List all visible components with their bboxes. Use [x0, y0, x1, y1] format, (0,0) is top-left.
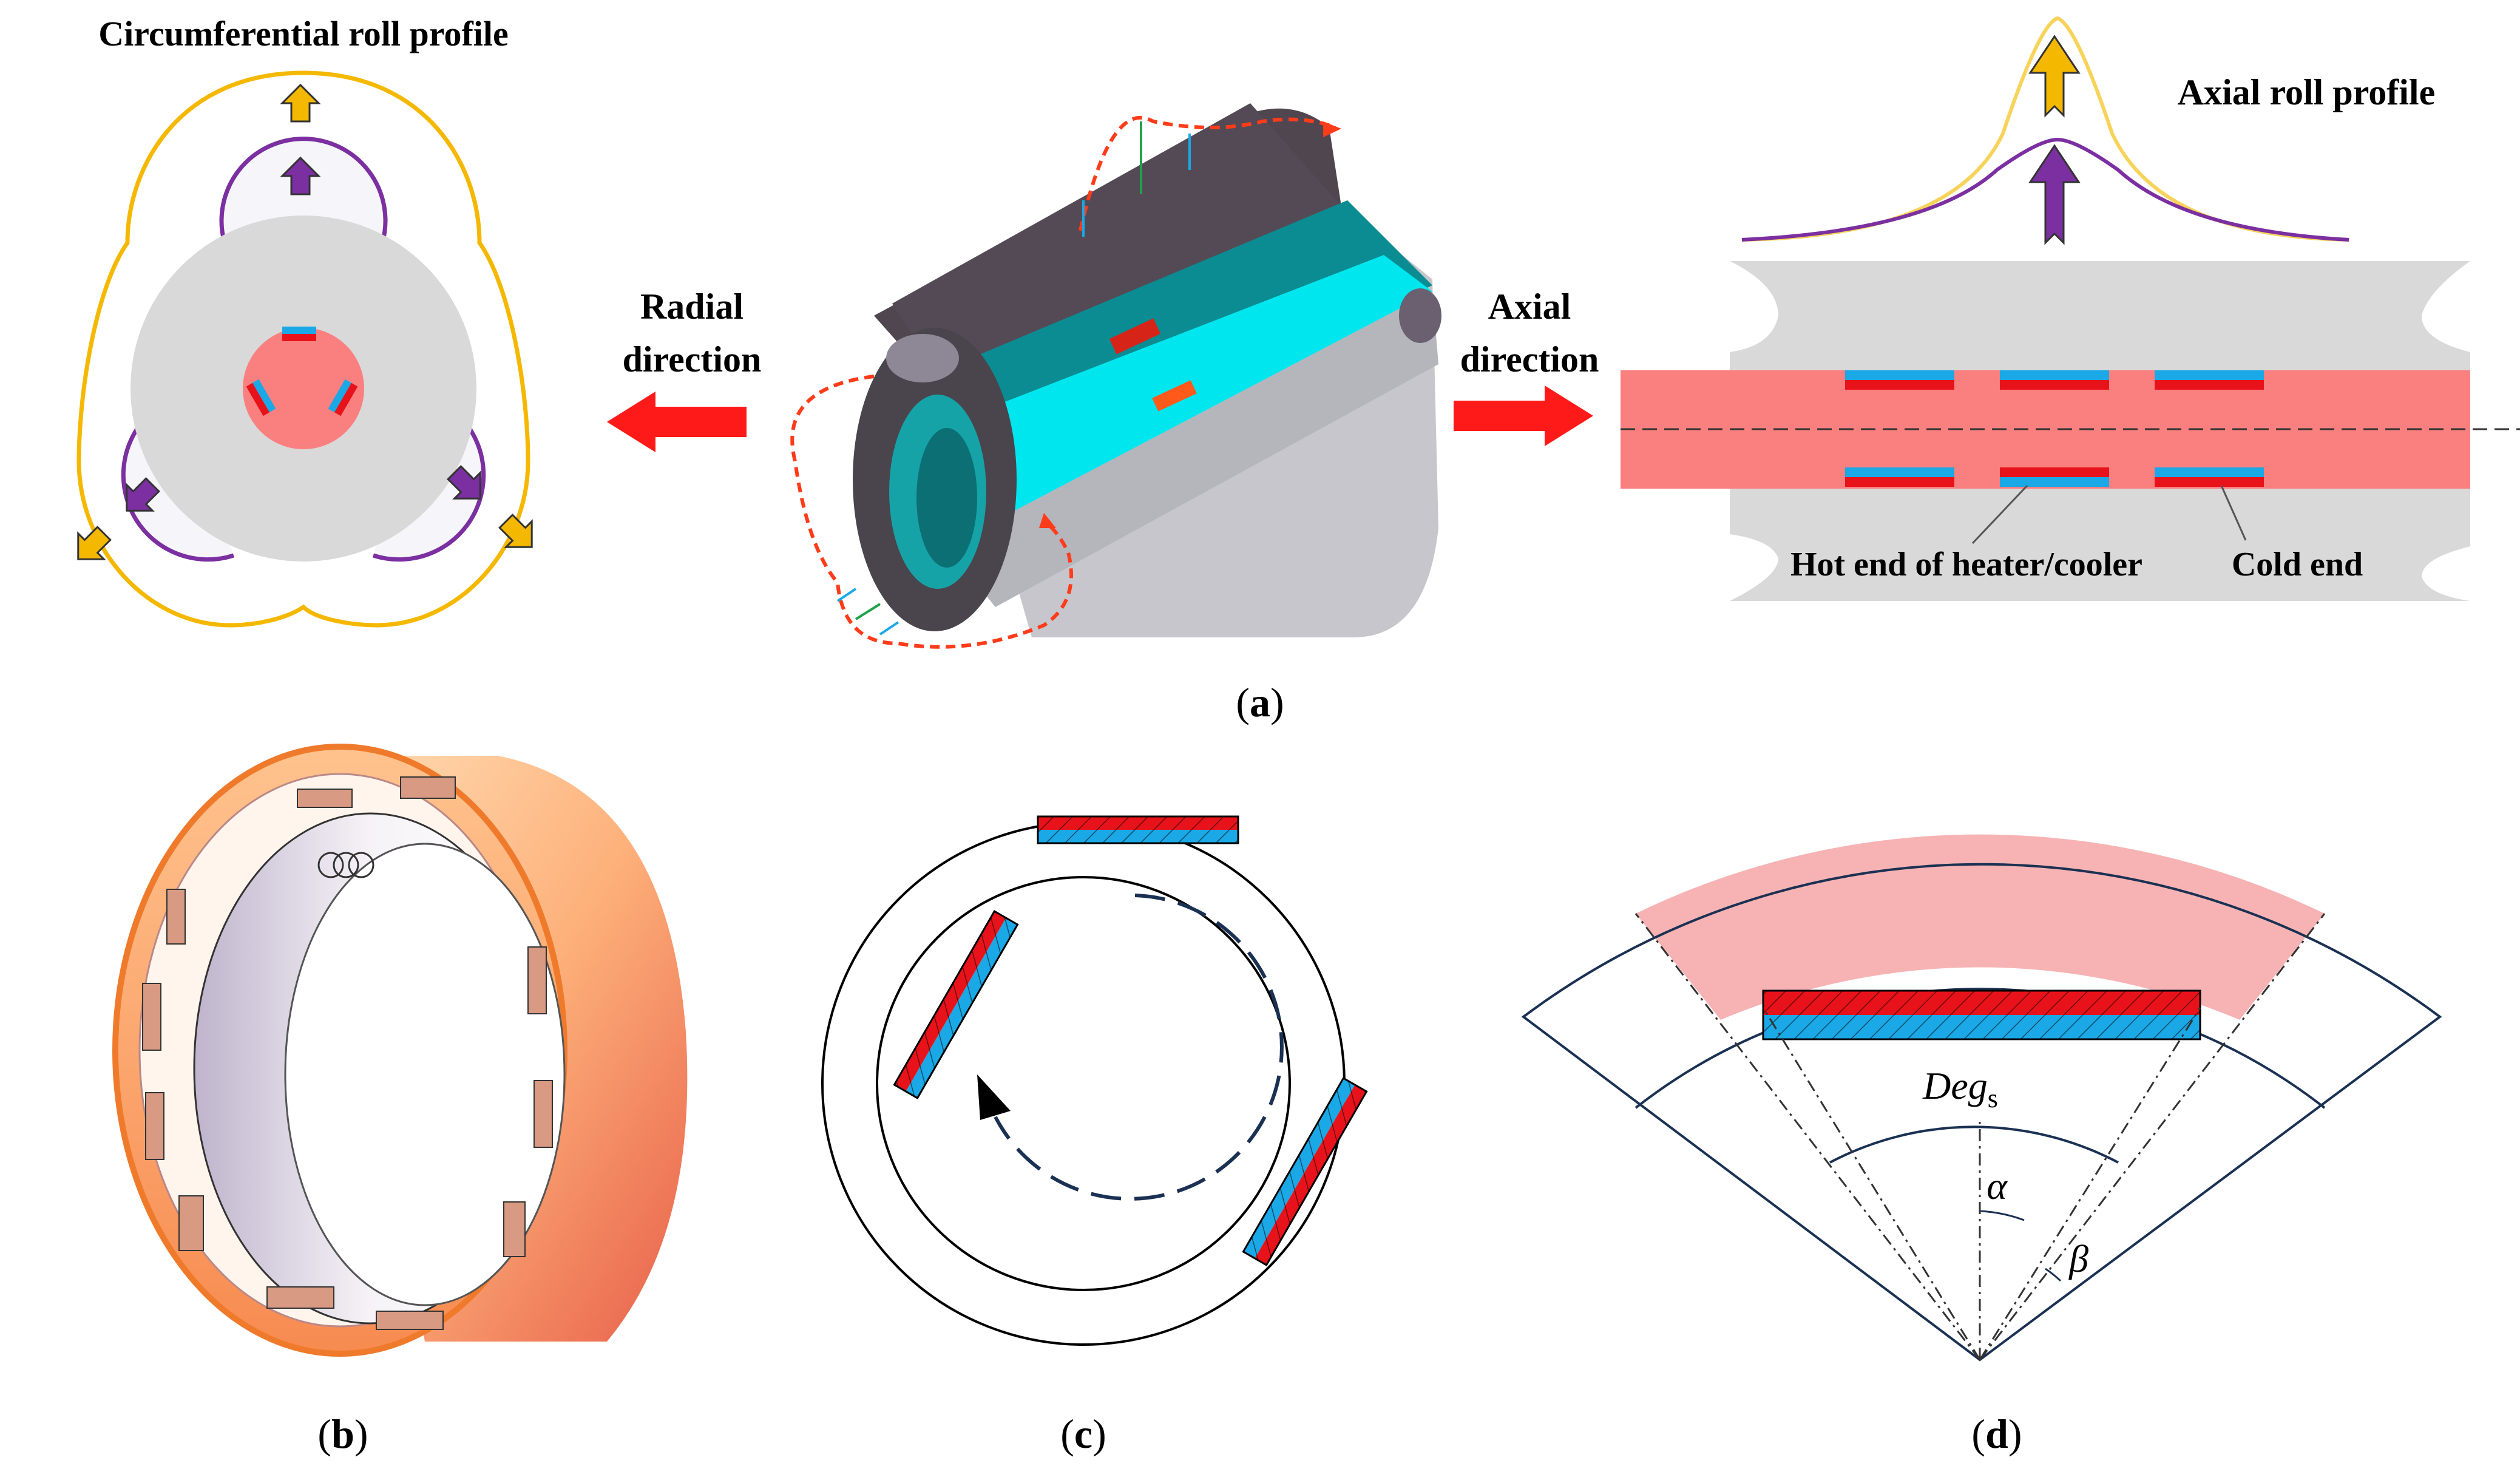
gap-arrows — [836, 121, 1191, 636]
circumferential-profile-diagram: Circumferential roll profile — [76, 14, 533, 628]
yellow-circumferential-profile — [76, 70, 530, 628]
purple-axial-profile — [1741, 137, 2349, 242]
ring-coil-icon — [317, 852, 374, 878]
radial-label-line1: Radial — [640, 287, 743, 327]
circumferential-title: Circumferential roll profile — [98, 14, 508, 53]
construction-lines — [1634, 913, 2326, 1360]
caption-b: (b) — [317, 1411, 368, 1457]
lower-shell-face — [947, 291, 1438, 607]
heater-ring-3d — [112, 744, 688, 1357]
front-face-bore — [916, 428, 977, 568]
pink-core — [243, 328, 364, 449]
core-heater-elements — [246, 327, 358, 416]
red-arrow-right — [1454, 385, 1593, 446]
red-arrow-left — [607, 392, 747, 452]
yellow-arrow-right — [498, 514, 533, 548]
sector-outline — [1521, 863, 2442, 1362]
cutaway-heater-elements — [1109, 318, 1197, 412]
yellow-arrow-left — [77, 526, 112, 560]
top-groove — [886, 334, 959, 382]
beta-label: β — [2068, 1237, 2088, 1280]
beta-arc — [2045, 1267, 2062, 1282]
pink-sector — [1636, 834, 2325, 1020]
yellow-axial-arrow — [2028, 35, 2081, 118]
dashed-deformation-top — [1079, 115, 1336, 231]
sector-heater — [1762, 989, 2201, 1040]
purple-arrow-top — [280, 156, 321, 195]
radial-direction-indicator: Radial direction — [607, 287, 761, 452]
hot-end-label: Hot end of heater/cooler — [1790, 546, 2142, 583]
axial-label-line2: direction — [1460, 339, 1599, 379]
caption-c: (c) — [1060, 1411, 1106, 1457]
purple-arrow-right — [447, 465, 481, 500]
radial-label-line2: direction — [623, 339, 762, 379]
outward-arrows — [77, 83, 533, 560]
yellow-axial-profile — [1741, 16, 2349, 242]
axial-heaters-bottom — [1845, 467, 2264, 487]
inner-circle — [876, 876, 1291, 1291]
heater-left — [893, 910, 1019, 1099]
purple-axial-arrow — [2028, 144, 2081, 245]
heater-right — [1242, 1077, 1368, 1266]
small-angle-arc — [1829, 1125, 2119, 1164]
caption-a: (a) — [1236, 679, 1284, 725]
axial-heaters-top — [1845, 370, 2264, 390]
axial-title: Axial roll profile — [2178, 72, 2435, 112]
yellow-arrow-top — [280, 83, 321, 123]
alpha-label: α — [1987, 1164, 2008, 1207]
ring-heater-slots — [142, 776, 553, 1330]
heater-top — [1037, 815, 1239, 844]
rotation-arrowhead — [977, 1074, 1011, 1120]
purple-arrow-left — [126, 477, 160, 512]
alpha-arc — [1979, 1210, 2025, 1221]
ring-top-view — [821, 815, 1368, 1346]
ring-inner-back — [284, 843, 566, 1306]
sector-geometry: Degs α β — [1521, 834, 2442, 1362]
right-groove — [1399, 288, 1441, 343]
deg-s-label: Degs — [1922, 1064, 1998, 1113]
caption-d: (d) — [1971, 1411, 2022, 1457]
cold-end-label: Cold end — [2232, 546, 2363, 583]
axial-profile-diagram: Axial roll profile Hot end of heater/coo… — [1621, 16, 2520, 601]
axial-label-line1: Axial — [1488, 287, 1571, 327]
axial-direction-indicator: Axial direction — [1454, 287, 1599, 446]
roll-cutaway-3d — [790, 103, 1441, 649]
rotation-arc — [994, 894, 1284, 1201]
middle-arc — [1634, 988, 2326, 1109]
